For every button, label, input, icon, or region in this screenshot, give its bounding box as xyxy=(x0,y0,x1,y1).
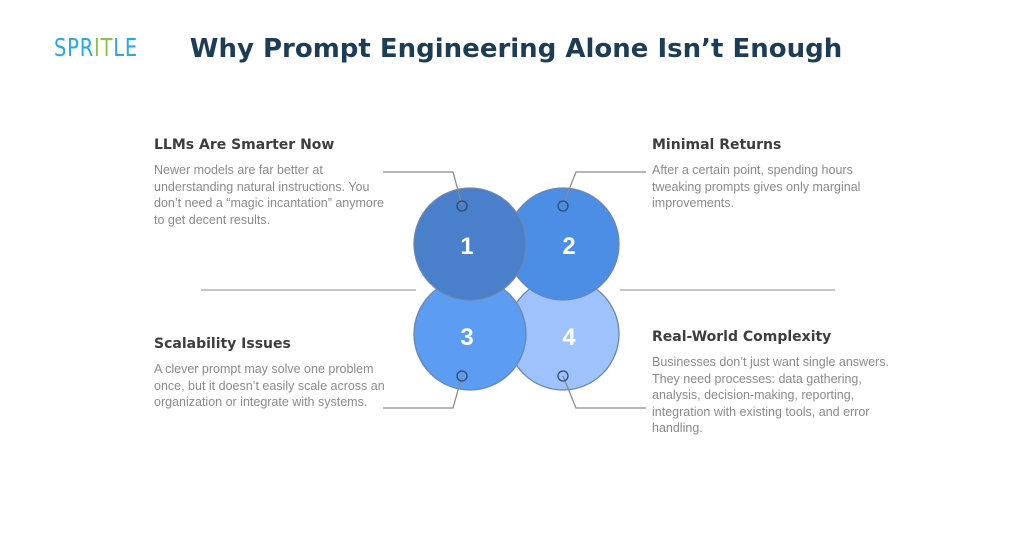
item-text-4: Businesses don’t just want single answer… xyxy=(652,355,889,435)
page-title: Why Prompt Engineering Alone Isn’t Enoug… xyxy=(189,34,843,64)
item-block-1: LLMs Are Smarter Now Newer models are fa… xyxy=(154,137,394,228)
logo-text-part2: IT xyxy=(94,33,114,62)
circle-1 xyxy=(413,187,527,301)
connector-line-3 xyxy=(383,375,463,409)
connector-line-4 xyxy=(562,375,646,409)
item-block-2: Minimal Returns After a certain point, s… xyxy=(652,137,892,212)
anchor-dot-2 xyxy=(557,200,569,212)
circle-number-2: 2 xyxy=(562,233,575,260)
item-text-2: After a certain point, spending hours tw… xyxy=(652,163,861,210)
logo-text-part1: SPR xyxy=(54,33,95,62)
item-heading-1: LLMs Are Smarter Now xyxy=(154,137,335,153)
circle-number-4: 4 xyxy=(562,324,576,351)
circle-number-3: 3 xyxy=(460,324,473,351)
item-block-4: Real-World Complexity Businesses don’t j… xyxy=(652,329,902,437)
item-text-3: A clever prompt may solve one problem on… xyxy=(154,362,385,409)
item-text-1: Newer models are far better at understan… xyxy=(154,163,384,227)
item-heading-3: Scalability Issues xyxy=(154,336,291,352)
logo-text-part3: LE xyxy=(113,33,139,62)
sprittle-logo: SPRITLE xyxy=(54,33,138,62)
anchor-dot-1 xyxy=(456,200,468,212)
circle-number-1: 1 xyxy=(460,233,473,260)
item-heading-2: Minimal Returns xyxy=(652,137,782,153)
item-block-3: Scalability Issues A clever prompt may s… xyxy=(154,336,394,411)
connector-line-1 xyxy=(383,171,463,206)
anchor-dot-3 xyxy=(456,370,468,382)
item-heading-4: Real-World Complexity xyxy=(652,329,832,345)
connector-line-2 xyxy=(562,171,646,206)
anchor-dot-4 xyxy=(557,370,569,382)
